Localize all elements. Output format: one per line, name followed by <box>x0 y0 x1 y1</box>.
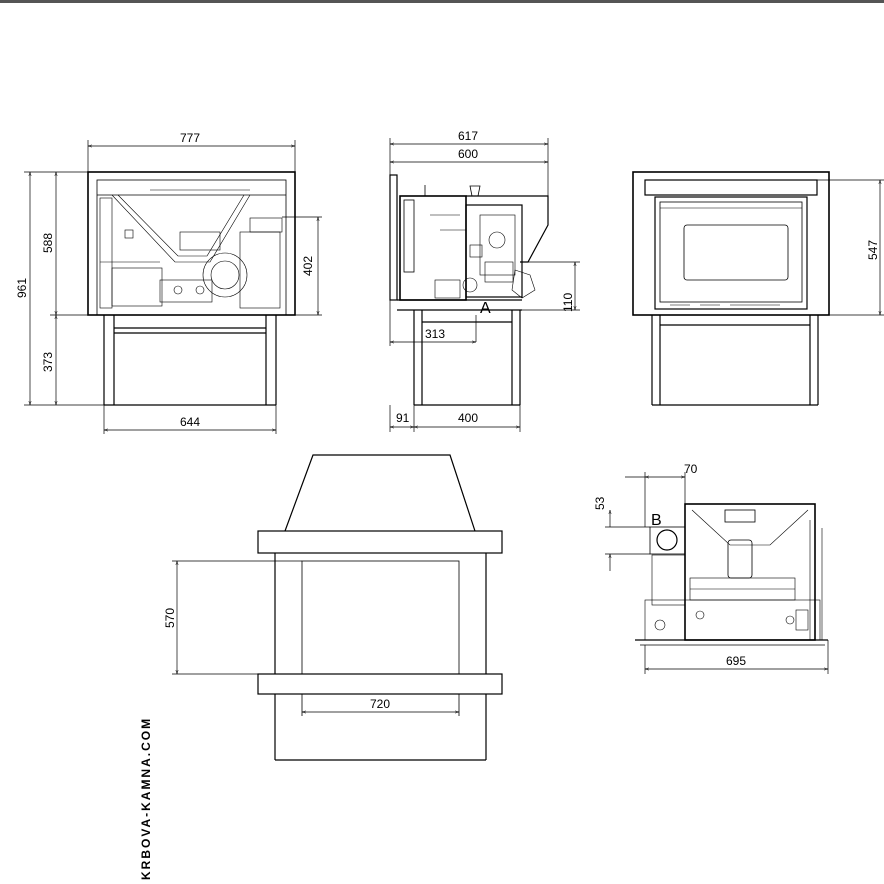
dim-373: 373 <box>41 352 55 372</box>
top-view: B 70 53 695 <box>593 462 829 674</box>
label-b: B <box>651 512 662 529</box>
dim-644: 644 <box>180 415 200 429</box>
dim-91: 91 <box>396 411 410 425</box>
dim-110: 110 <box>561 293 575 312</box>
dim-53: 53 <box>593 496 607 510</box>
dim-547: 547 <box>866 240 880 260</box>
dim-720: 720 <box>370 697 390 711</box>
watermark: KRBOVA-KAMNA.COM <box>139 717 153 880</box>
dim-313: 313 <box>425 327 445 341</box>
door-view: 547 <box>632 171 884 406</box>
dim-600: 600 <box>458 147 478 161</box>
dim-617: 617 <box>458 129 478 143</box>
top-border <box>0 0 884 3</box>
dim-695: 695 <box>726 654 746 668</box>
cutout-view: 570 720 <box>163 454 503 761</box>
dim-588: 588 <box>41 233 55 253</box>
dim-570: 570 <box>163 608 177 628</box>
label-a: A <box>480 300 491 317</box>
dim-402: 402 <box>301 256 315 276</box>
side-view: A 617 600 313 91 400 110 <box>389 129 580 432</box>
dim-777: 777 <box>180 131 200 145</box>
dim-70: 70 <box>684 462 698 476</box>
front-view: 777 644 961 588 373 402 <box>15 131 322 434</box>
dim-961: 961 <box>15 278 29 298</box>
dim-400: 400 <box>458 411 478 425</box>
